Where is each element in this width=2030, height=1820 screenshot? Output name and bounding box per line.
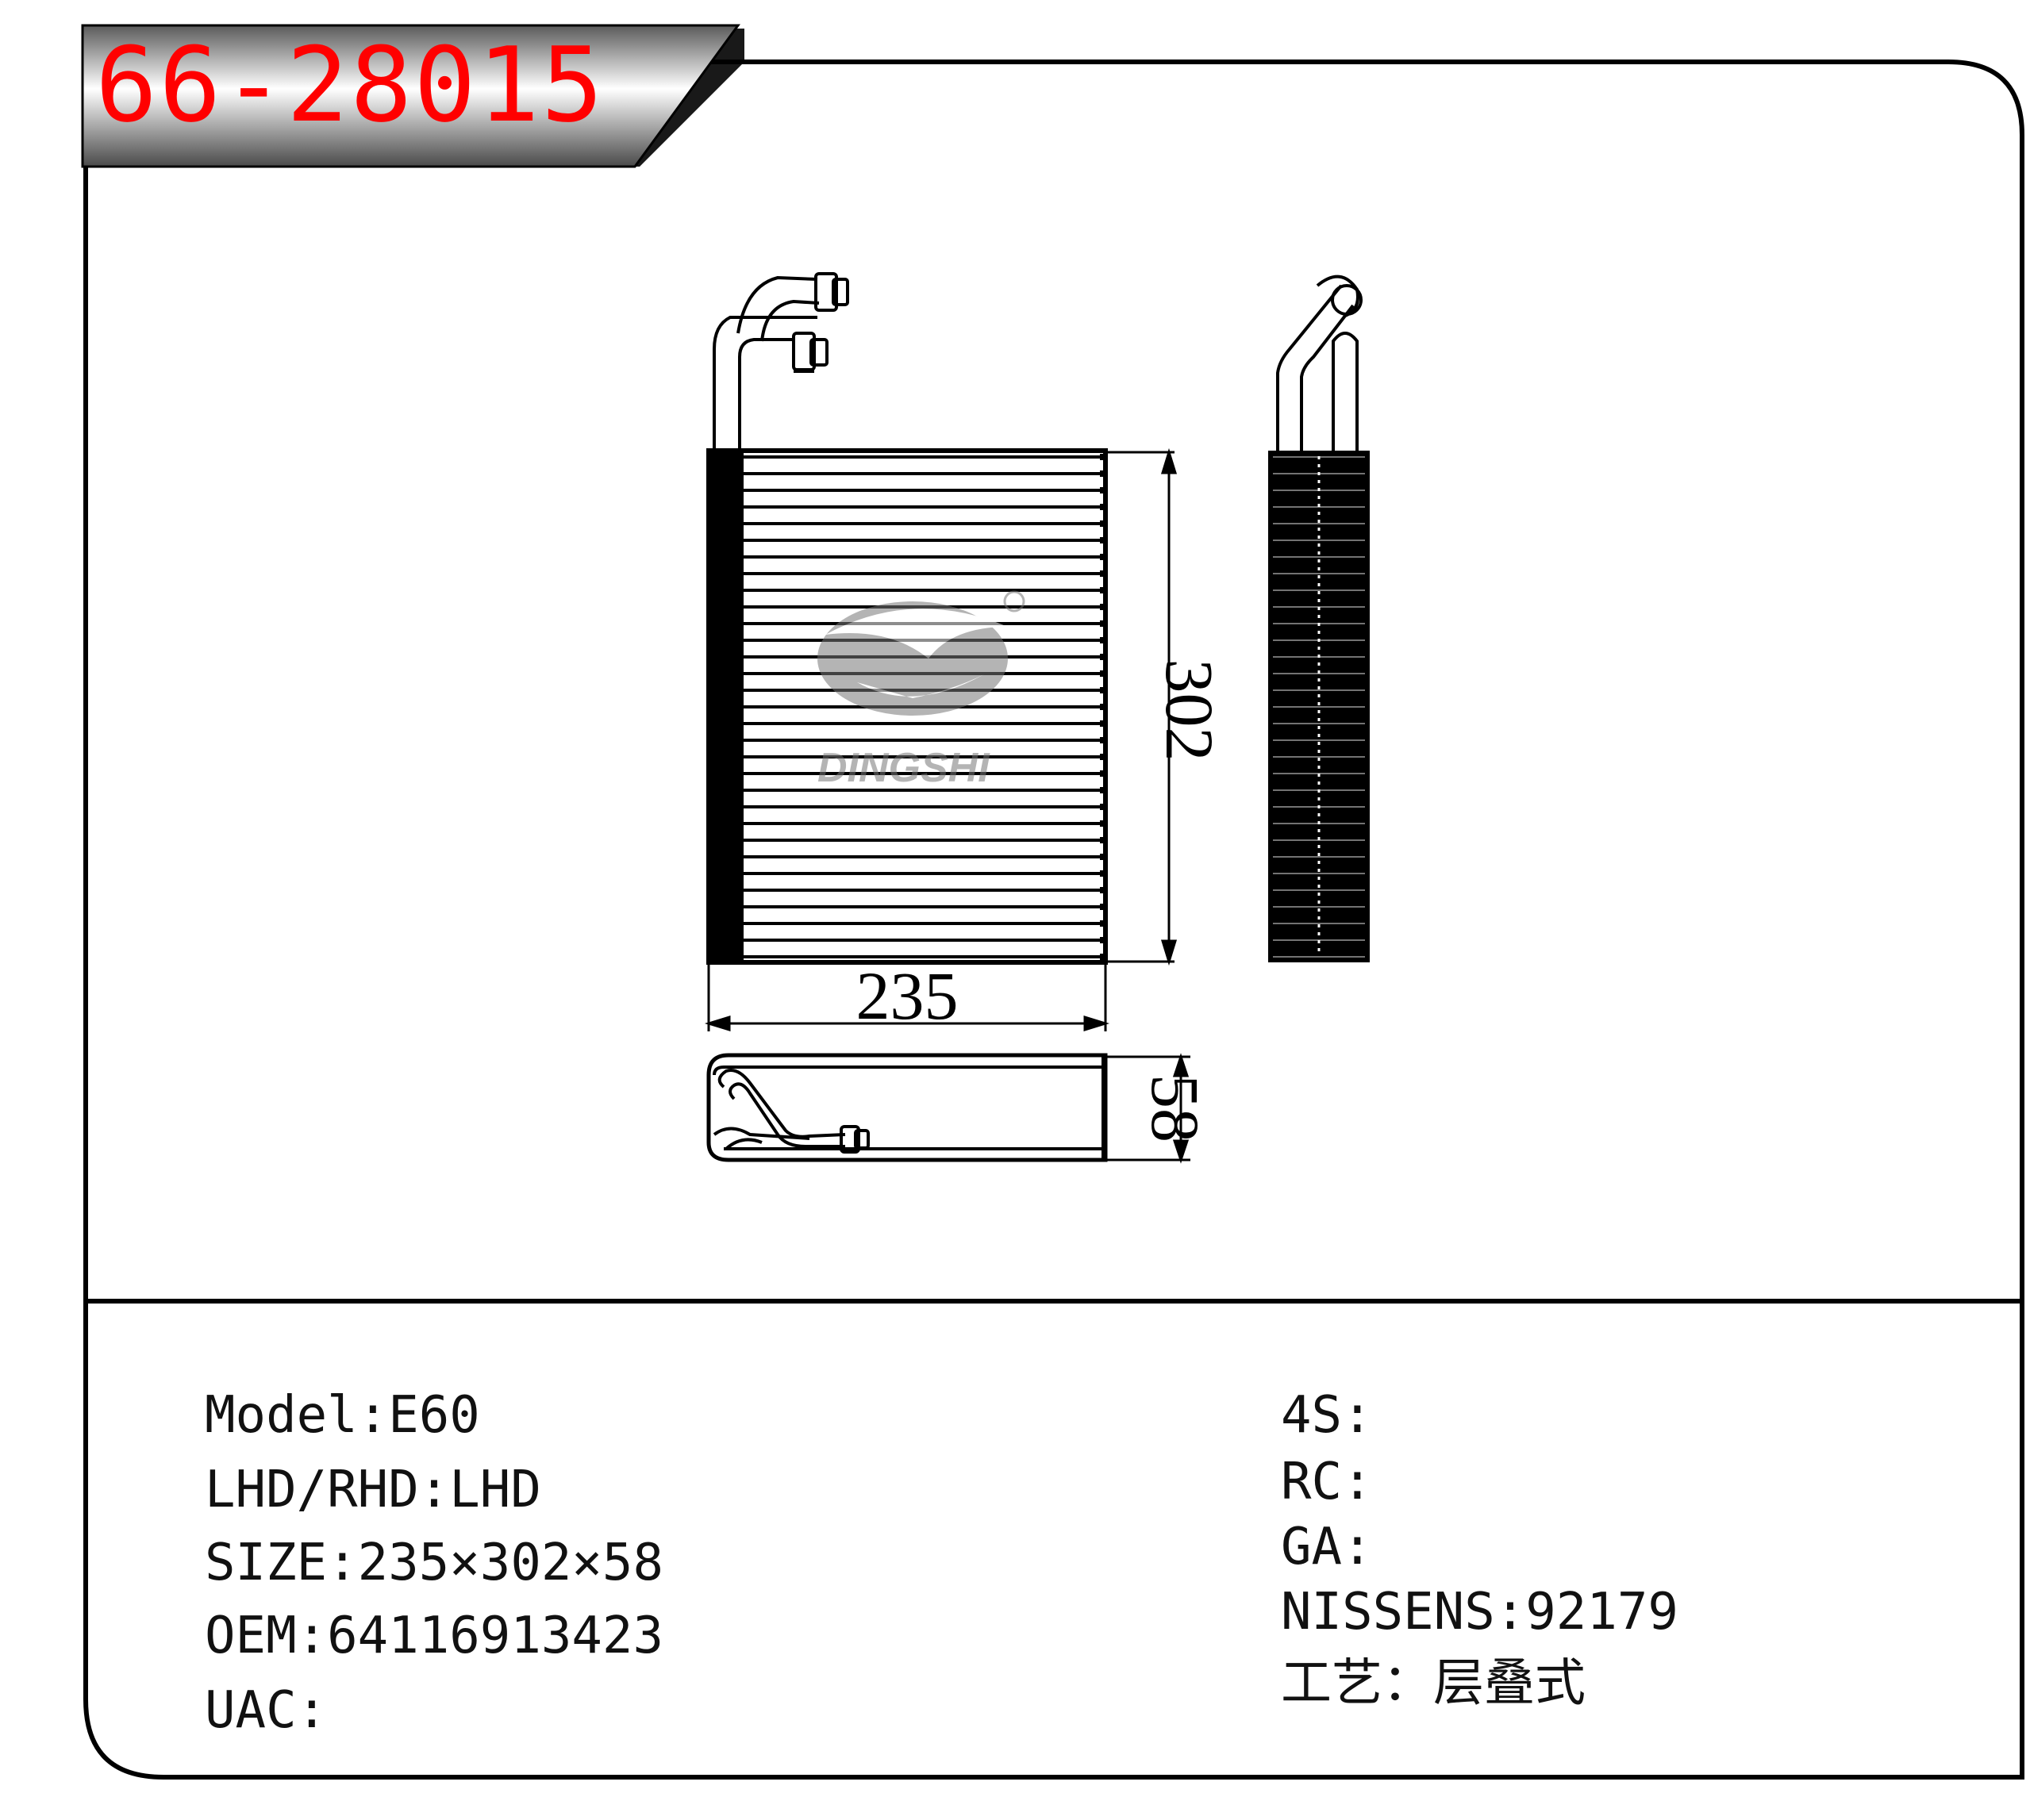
dimension-height: [1105, 447, 1178, 966]
part-number: 66-28015: [95, 25, 606, 145]
core-tube-end: [1100, 937, 1106, 943]
core-tube-end: [1100, 904, 1106, 910]
svg-text:DINGSHI: DINGSHI: [817, 745, 990, 791]
header-tab: [81, 24, 740, 168]
outer-frame: [83, 60, 2024, 1780]
core-tube-end: [1100, 770, 1106, 777]
core-tube-end: [1100, 470, 1106, 477]
core-tube-end: [1100, 454, 1106, 460]
watermark-logo: DINGSHI: [817, 590, 1025, 791]
core-tube-end: [1100, 487, 1106, 493]
core-tube-end: [1100, 670, 1106, 677]
dimension-width-label: 235: [856, 958, 959, 1034]
core-tube-end: [1100, 870, 1106, 877]
core-tube-end: [1100, 954, 1106, 960]
core-tube-end: [1100, 570, 1106, 577]
dimension-height-label: 302: [1151, 659, 1228, 762]
core-tube-end: [1100, 804, 1106, 810]
core-tube-end: [1100, 837, 1106, 843]
core-tube-end: [1100, 537, 1106, 543]
spec-lhd-rhd: LHD/RHD:LHD: [205, 1461, 541, 1519]
spec-model: Model:E60: [205, 1386, 480, 1445]
core-tube-end: [1100, 737, 1106, 743]
core-tube-end: [1100, 887, 1106, 893]
front-pipes: [713, 272, 849, 452]
dimension-width: [704, 962, 1110, 1032]
spec-uac: UAC:: [205, 1681, 328, 1740]
core-tube-end: [1100, 587, 1106, 593]
core-tube-end: [1100, 637, 1106, 643]
spec-oem: OEM:64116913423: [205, 1607, 663, 1665]
spec-process: 工艺：层叠式: [1281, 1654, 1586, 1713]
evaporator-front-view: DINGSHI: [706, 272, 1108, 965]
spec-ga: GA:: [1281, 1518, 1373, 1576]
core-tube-end: [1100, 504, 1106, 510]
core-tube-end: [1100, 720, 1106, 727]
core-tube-end: [1100, 920, 1106, 927]
core-tube-end: [1100, 604, 1106, 610]
core-tube-end: [1100, 654, 1106, 660]
core-tube-end: [1100, 554, 1106, 560]
spec-4s: 4S:: [1281, 1386, 1373, 1445]
dimension-depth-label: 58: [1137, 1074, 1213, 1142]
core-tube-end: [1100, 854, 1106, 860]
evaporator-side-view: [1268, 275, 1370, 962]
core-tube-end: [1100, 704, 1106, 710]
core-tube-end: [1100, 820, 1106, 827]
spec-rc: RC:: [1281, 1453, 1373, 1511]
core-tube-end: [1100, 687, 1106, 693]
core-tube-end: [1100, 620, 1106, 627]
core-left-header: [709, 451, 744, 962]
core-tube-end: [1100, 787, 1106, 793]
core-tube-end: [1100, 754, 1106, 760]
dimension-depth: [1105, 1053, 1190, 1164]
spec-nissens: NISSENS:92179: [1281, 1583, 1678, 1641]
core-tube-end: [1100, 520, 1106, 527]
spec-size: SIZE:235×302×58: [205, 1534, 663, 1592]
evaporator-bottom-view: [706, 1053, 1108, 1162]
